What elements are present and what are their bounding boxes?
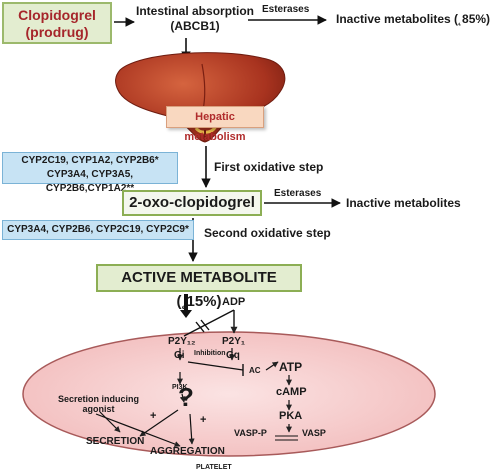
- adp-label: ADP: [222, 296, 246, 308]
- vasp-label: VASP: [302, 428, 326, 438]
- gi-label: Gi: [174, 350, 185, 361]
- secretion-agonist-label: Secretion inducing agonist: [58, 394, 139, 414]
- secretion-label: SECRETION: [86, 436, 145, 447]
- camp-label: cAMP: [276, 386, 307, 398]
- secretion-agonist-line2: agonist: [82, 404, 115, 414]
- second-oxidative-step-label: Second oxidative step: [204, 226, 331, 240]
- absorption-line2: (ABCB1): [170, 19, 220, 33]
- aggregation-label: AGGREGATION: [150, 446, 225, 457]
- plus-sign-2: +: [200, 414, 207, 426]
- adp-to-p2y12-line: [183, 309, 235, 337]
- atp-label: ATP: [279, 360, 303, 374]
- oxo-clopidogrel-box: 2-oxo-clopidogrel: [122, 190, 262, 216]
- prodrug-box: Clopidogrel (prodrug): [2, 2, 112, 44]
- plus-sign-1: +: [150, 410, 157, 422]
- pka-label: PKA: [279, 410, 303, 422]
- esterases-mid: Esterases: [274, 188, 322, 199]
- first-oxidative-step-label: First oxidative step: [214, 160, 324, 174]
- diagram-connectors: [22, 15, 436, 457]
- ac-label: AC: [249, 366, 261, 375]
- cyp-step1-line1: CYP2C19, CYP1A2, CYP2B6*: [21, 155, 159, 166]
- cyp-step2-box: CYP3A4, CYP2B6, CYP2C19, CYP2C9*: [2, 220, 194, 240]
- inhibition-label: Inhibition: [194, 350, 226, 357]
- p2y12-label: P2Y₁₂: [168, 336, 196, 347]
- cyp-step1-line2: CYP3A4, CYP3A5, CYP2B6,CYP1A2**: [45, 169, 135, 194]
- prodrug-name: Clopidogrel: [18, 7, 96, 23]
- platelet-label: PLATELET: [196, 464, 232, 471]
- p2y1-label: P2Y₁: [222, 336, 246, 347]
- hepatic-metabolism-box: Hepatic metabolism: [166, 106, 264, 143]
- absorption-line1: Intestinal absorption: [136, 4, 255, 18]
- inactive-metabolites-mid: Inactive metabolites: [346, 196, 461, 210]
- prodrug-type: (prodrug): [25, 24, 89, 40]
- gq-label: Gq: [226, 350, 240, 361]
- esterases-top: Esterases: [262, 4, 310, 15]
- secretion-agonist-line1: Secretion inducing: [58, 394, 140, 404]
- absorption-label: Intestinal absorption (ABCB1): [136, 4, 254, 34]
- inactive-metabolites-top: Inactive metabolites (˛85%): [336, 12, 490, 26]
- active-metabolite-box: ACTIVE METABOLITE (˛15%): [96, 264, 302, 310]
- vasp-p-label: VASP-P: [234, 428, 267, 438]
- pi3k-label: PI3K: [172, 384, 188, 391]
- unknown-pathway-mark: ?: [178, 382, 194, 412]
- cyp-step1-box: CYP2C19, CYP1A2, CYP2B6* CYP3A4, CYP3A5,…: [2, 152, 178, 194]
